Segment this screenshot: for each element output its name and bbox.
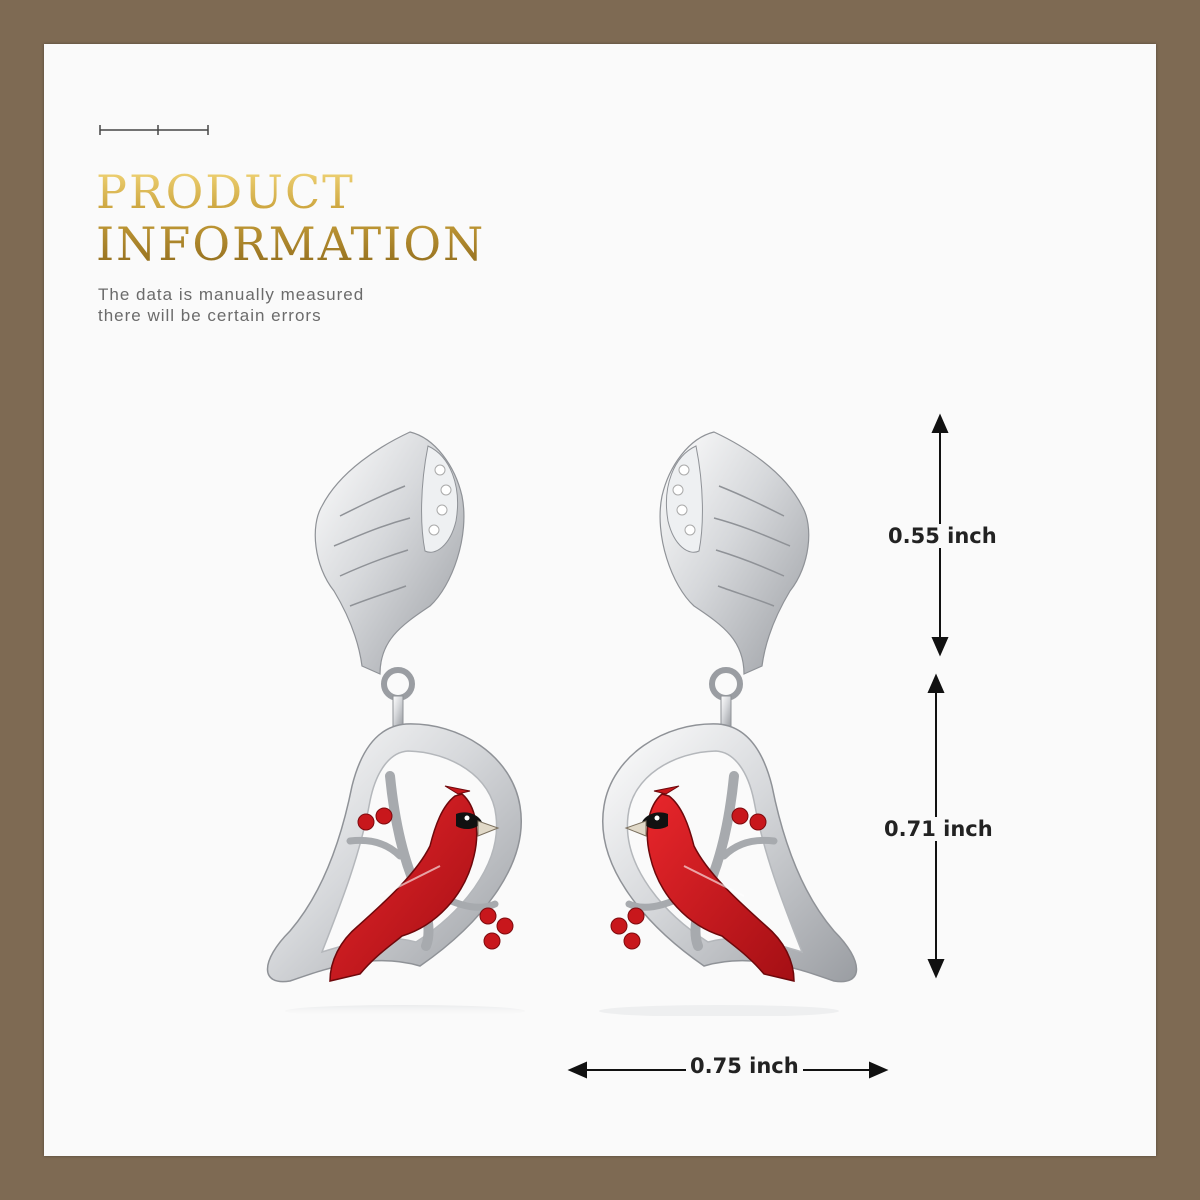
earring-left-image bbox=[266, 431, 525, 1016]
arrow-right-icon bbox=[869, 1061, 889, 1079]
decorative-divider bbox=[99, 125, 209, 135]
note-line-1: The data is manually measured bbox=[98, 285, 365, 304]
width-label: 0.75 inch bbox=[686, 1054, 803, 1078]
product-info-panel: PRODUCT INFORMATION The data is manually… bbox=[44, 44, 1156, 1156]
arrow-down-icon bbox=[931, 637, 949, 657]
note-line-2: there will be certain errors bbox=[98, 306, 322, 325]
pendant-height-label: 0.71 inch bbox=[880, 817, 997, 841]
arrow-down-icon bbox=[927, 959, 945, 979]
arrow-up-icon bbox=[931, 413, 949, 433]
dimension-arrows bbox=[567, 413, 949, 1079]
measurement-note: The data is manually measured there will… bbox=[98, 284, 364, 326]
earring-right-image bbox=[599, 431, 858, 1016]
arrow-up-icon bbox=[927, 673, 945, 693]
arrow-left-icon bbox=[567, 1061, 587, 1079]
top-height-label: 0.55 inch bbox=[884, 524, 1001, 548]
